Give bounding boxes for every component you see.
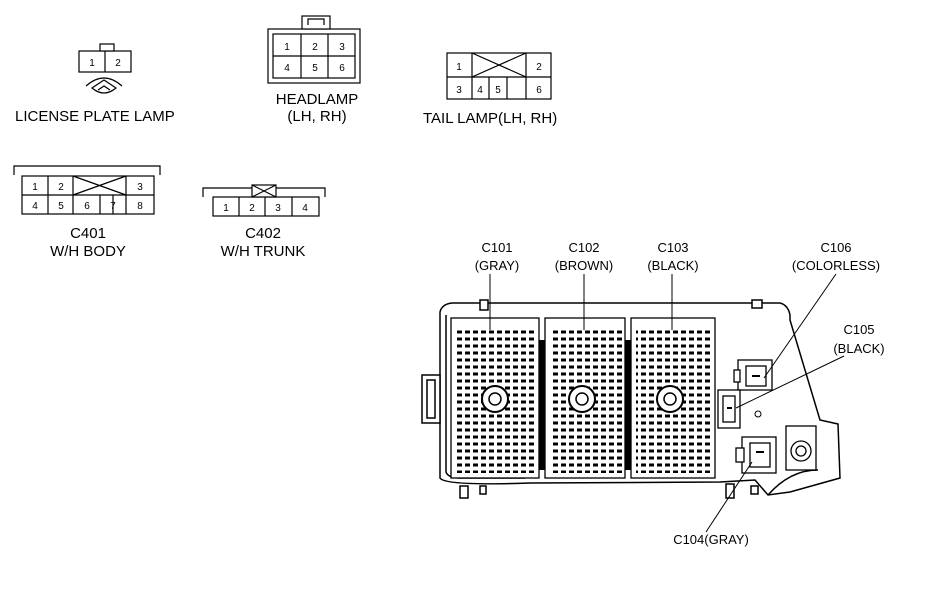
c402-connector xyxy=(202,184,326,217)
c102-color: (BROWN) xyxy=(555,258,614,273)
c104-socket xyxy=(735,436,777,474)
license-plate-pin-2: 2 xyxy=(115,58,121,69)
c402-pin-1: 1 xyxy=(223,203,229,214)
c105-socket xyxy=(717,389,741,429)
c101-color: (GRAY) xyxy=(475,258,520,273)
c401-pin-6: 6 xyxy=(84,201,90,212)
tail-lamp-pin-3: 3 xyxy=(456,85,462,96)
c401-pin-1: 1 xyxy=(32,182,38,193)
c101-c102-divider xyxy=(539,340,545,470)
side-round-socket xyxy=(785,425,817,471)
headlamp-pin-5: 5 xyxy=(312,63,318,74)
headlamp-pin-4: 4 xyxy=(284,63,290,74)
c401-pin-5: 5 xyxy=(58,201,64,212)
headlamp-label: HEADLAMP xyxy=(276,91,359,108)
c401-pin-2: 2 xyxy=(58,182,64,193)
headlamp-pin-2: 2 xyxy=(312,42,318,53)
license-plate-pin-1: 1 xyxy=(89,58,95,69)
leader-lines xyxy=(489,273,845,533)
tail-lamp-connector xyxy=(446,52,552,100)
tail-lamp-pin-2: 2 xyxy=(536,62,542,73)
tail-lamp-pin-1: 1 xyxy=(456,62,462,73)
license-plate-lamp-label: LICENSE PLATE LAMP xyxy=(15,108,175,125)
tail-lamp-label: TAIL LAMP(LH, RH) xyxy=(423,110,557,127)
headlamp-pin-3: 3 xyxy=(339,42,345,53)
c401-pin-4: 4 xyxy=(32,201,38,212)
c402-label-sub: W/H TRUNK xyxy=(221,243,306,260)
c401-label-sub: W/H BODY xyxy=(50,243,126,260)
c402-label: C402 xyxy=(245,225,281,242)
headlamp-pin-6: 6 xyxy=(339,63,345,74)
headlamp-connector xyxy=(267,15,361,84)
headlamp-pin-1: 1 xyxy=(284,42,290,53)
c401-pin-8: 8 xyxy=(137,201,143,212)
c103-label: C103 xyxy=(657,240,688,255)
c402-pin-3: 3 xyxy=(275,203,281,214)
mount-hole xyxy=(754,410,762,418)
c402-pin-4: 4 xyxy=(302,203,308,214)
c104-label: C104(GRAY) xyxy=(673,532,749,547)
c102-block xyxy=(544,317,626,479)
c103-block xyxy=(630,317,716,479)
c401-label: C401 xyxy=(70,225,106,242)
c401-pin-7: 7 xyxy=(110,201,116,212)
c401-connector xyxy=(13,165,161,215)
tail-lamp-pin-6: 6 xyxy=(536,85,542,96)
c105-color: (BLACK) xyxy=(833,341,884,356)
c105-label: C105 xyxy=(843,322,874,337)
tail-lamp-pin-5: 5 xyxy=(495,85,501,96)
c401-pin-3: 3 xyxy=(137,182,143,193)
c101-block xyxy=(450,317,540,479)
c402-pin-2: 2 xyxy=(249,203,255,214)
c102-c103-divider xyxy=(625,340,631,470)
license-plate-lamp-connector xyxy=(78,43,132,94)
c101-label: C101 xyxy=(481,240,512,255)
c106-color: (COLORLESS) xyxy=(792,258,880,273)
headlamp-label-sub: (LH, RH) xyxy=(287,108,346,125)
c102-label: C102 xyxy=(568,240,599,255)
c106-label: C106 xyxy=(820,240,851,255)
tail-lamp-pin-4: 4 xyxy=(477,85,483,96)
c103-color: (BLACK) xyxy=(647,258,698,273)
